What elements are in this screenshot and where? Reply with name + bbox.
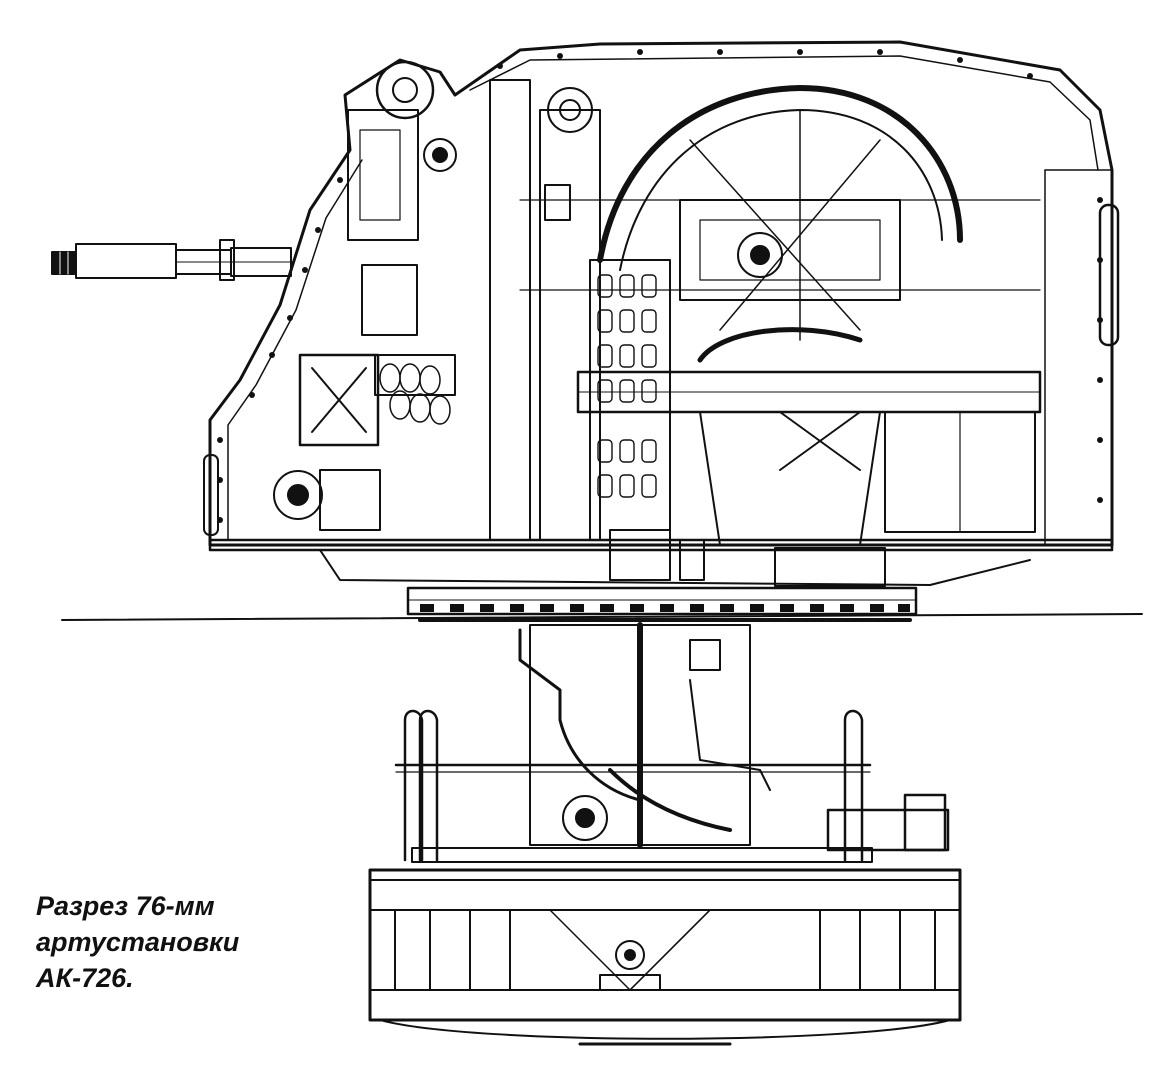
ammunition-box	[273, 264, 456, 531]
caption-line-2: артустановки	[36, 927, 240, 957]
gun-cradle	[519, 199, 1041, 301]
deck-line	[61, 613, 1143, 621]
elevation-ring	[597, 85, 963, 363]
figure-caption: Разрез 76-мм артустановки АК-726.	[36, 888, 296, 996]
railings	[394, 709, 950, 862]
caption-line-1: Разрез 76-мм	[36, 891, 215, 921]
sight-housing	[347, 60, 457, 241]
gun-barrel	[51, 239, 292, 281]
bearing-ring	[406, 586, 918, 622]
turret-floor	[208, 529, 1114, 587]
turret-housing	[203, 40, 1120, 547]
lower-hoist-frame	[368, 847, 962, 1046]
caption-line-3: АК-726.	[36, 963, 134, 993]
operator-platform	[576, 370, 1042, 546]
central-column	[489, 79, 671, 541]
feed-trunk	[518, 622, 771, 848]
